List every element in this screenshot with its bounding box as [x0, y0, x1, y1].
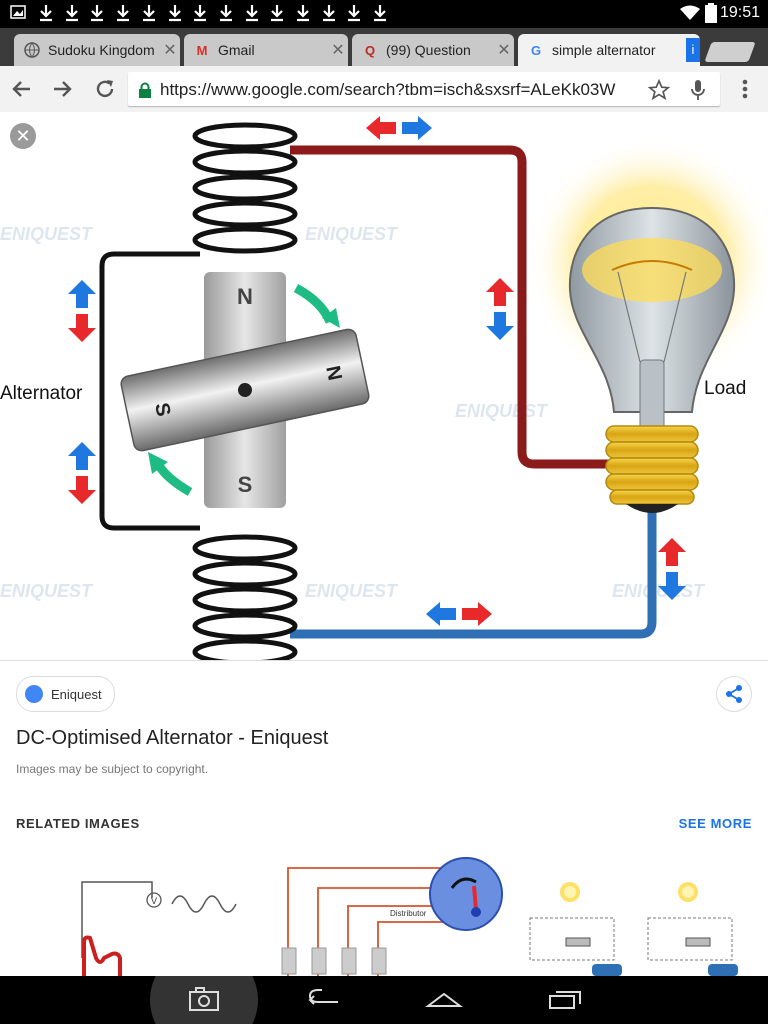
alternator-label: Alternator — [0, 383, 83, 404]
related-thumb-2[interactable]: Distributor — [281, 857, 503, 976]
copyright-note: Images may be subject to copyright. — [16, 762, 209, 776]
download-icon — [348, 5, 361, 22]
light-bulb — [568, 206, 736, 513]
rotor-label-n: N — [321, 364, 346, 383]
download-icon — [117, 5, 130, 22]
download-icon — [322, 5, 335, 22]
tab-simple-alternator[interactable]: G simple alternator i — [518, 34, 700, 66]
url-text[interactable]: https://www.google.com/search?tbm=isch&s… — [160, 80, 616, 99]
google-icon: G — [530, 42, 542, 58]
rotor-label-s: S — [150, 401, 174, 419]
alternator-diagram: ENIQUEST ENIQUEST ENIQUEST ENIQUEST ENIQ… — [0, 116, 768, 660]
related-thumb-3[interactable] — [529, 882, 738, 976]
bottom-coil — [192, 534, 298, 660]
watermark-text: ENIQUEST — [0, 224, 94, 244]
tab-strip: Sudoku Kingdom ✕ M Gmail ✕ Q (99) Questi… — [0, 28, 768, 66]
watermark-text: ENIQUEST — [612, 581, 706, 601]
quora-icon: Q — [364, 42, 376, 58]
load-label: Load — [704, 378, 746, 399]
current-arrows-left-upper — [68, 280, 96, 342]
toolbar: https://www.google.com/search?tbm=isch&s… — [0, 66, 768, 113]
download-icon — [168, 5, 181, 22]
menu-icon[interactable] — [734, 78, 756, 100]
new-tab-button[interactable] — [704, 42, 756, 62]
tab-quora[interactable]: Q (99) Question ✕ — [352, 34, 514, 66]
download-icon — [245, 5, 258, 22]
share-icon — [726, 685, 742, 703]
close-preview-button[interactable]: ✕ — [10, 123, 36, 149]
related-images-strip: V Distributor — [0, 848, 768, 976]
mic-icon[interactable] — [690, 79, 706, 101]
svg-text:V: V — [151, 896, 157, 906]
rotation-arrow-icon — [154, 461, 193, 496]
download-icon — [271, 5, 284, 22]
watermark-text: ENIQUEST — [455, 401, 549, 421]
tab-title: Sudoku Kingdom — [48, 42, 155, 58]
close-tab-icon[interactable]: ✕ — [331, 42, 345, 59]
download-icon — [297, 5, 309, 22]
download-icon — [40, 5, 52, 22]
download-icon — [194, 5, 207, 22]
camera-icon[interactable] — [189, 987, 219, 1011]
star-icon[interactable] — [648, 79, 670, 101]
recents-icon[interactable] — [549, 991, 581, 1009]
current-arrows-blue-wire — [658, 538, 686, 600]
current-arrows-left-lower — [68, 442, 96, 504]
related-thumb-1[interactable]: V — [81, 881, 237, 976]
distributor-label: Distributor — [390, 909, 427, 918]
pole-label-s: S — [238, 472, 253, 497]
close-tab-icon[interactable]: i — [686, 38, 700, 62]
download-icon — [142, 5, 155, 22]
gmail-icon: M — [196, 42, 208, 58]
tab-gmail[interactable]: M Gmail ✕ — [184, 34, 348, 66]
download-icon — [91, 5, 104, 22]
black-wire — [99, 251, 200, 531]
globe-icon — [25, 685, 43, 703]
share-button[interactable] — [716, 676, 752, 712]
download-icon — [374, 5, 387, 22]
top-coil — [192, 122, 298, 254]
rotor-magnet: S N — [120, 328, 370, 452]
wifi-icon — [680, 5, 700, 20]
tab-sudoku[interactable]: Sudoku Kingdom ✕ — [14, 34, 180, 66]
blue-wire — [290, 512, 657, 639]
clock: 19:51 — [719, 4, 760, 21]
download-icon — [219, 5, 232, 22]
globe-icon — [24, 42, 40, 58]
battery-icon — [705, 3, 717, 23]
current-arrows-red-wire — [486, 278, 514, 340]
result-title[interactable]: DC-Optimised Alternator - Eniquest — [16, 727, 329, 749]
reload-icon[interactable] — [94, 78, 116, 100]
tab-title: Gmail — [218, 42, 255, 58]
back-icon[interactable] — [10, 78, 32, 100]
see-more-link[interactable]: SEE MORE — [678, 816, 752, 831]
home-icon[interactable] — [425, 992, 463, 1007]
watermark-text: ENIQUEST — [305, 581, 399, 601]
tab-title: simple alternator — [552, 42, 656, 58]
forward-icon[interactable] — [52, 78, 74, 100]
tab-title: (99) Question — [386, 42, 471, 58]
download-icon — [65, 5, 78, 22]
close-tab-icon[interactable]: ✕ — [163, 42, 177, 59]
image-preview[interactable]: ENIQUEST ENIQUEST ENIQUEST ENIQUEST ENIQ… — [0, 112, 768, 661]
source-chip[interactable]: Eniquest — [16, 676, 115, 712]
camera-button-bg — [150, 946, 258, 1029]
pole-label-n: N — [237, 284, 253, 309]
watermark-text: ENIQUEST — [0, 581, 94, 601]
lock-icon — [139, 82, 151, 98]
navigation-bar — [0, 946, 768, 1029]
current-arrows-top — [366, 116, 432, 140]
source-name: Eniquest — [51, 686, 102, 702]
watermark-text: ENIQUEST — [305, 224, 399, 244]
status-bar: 19:51 — [0, 0, 768, 28]
screenshot-icon — [10, 5, 26, 19]
address-bar[interactable]: https://www.google.com/search?tbm=isch&s… — [128, 72, 720, 106]
current-arrows-bottom — [426, 602, 492, 626]
red-wire — [290, 145, 610, 469]
close-tab-icon[interactable]: ✕ — [497, 42, 511, 59]
related-images-heading: RELATED IMAGES — [16, 816, 140, 831]
back-nav-icon[interactable] — [308, 989, 338, 1005]
